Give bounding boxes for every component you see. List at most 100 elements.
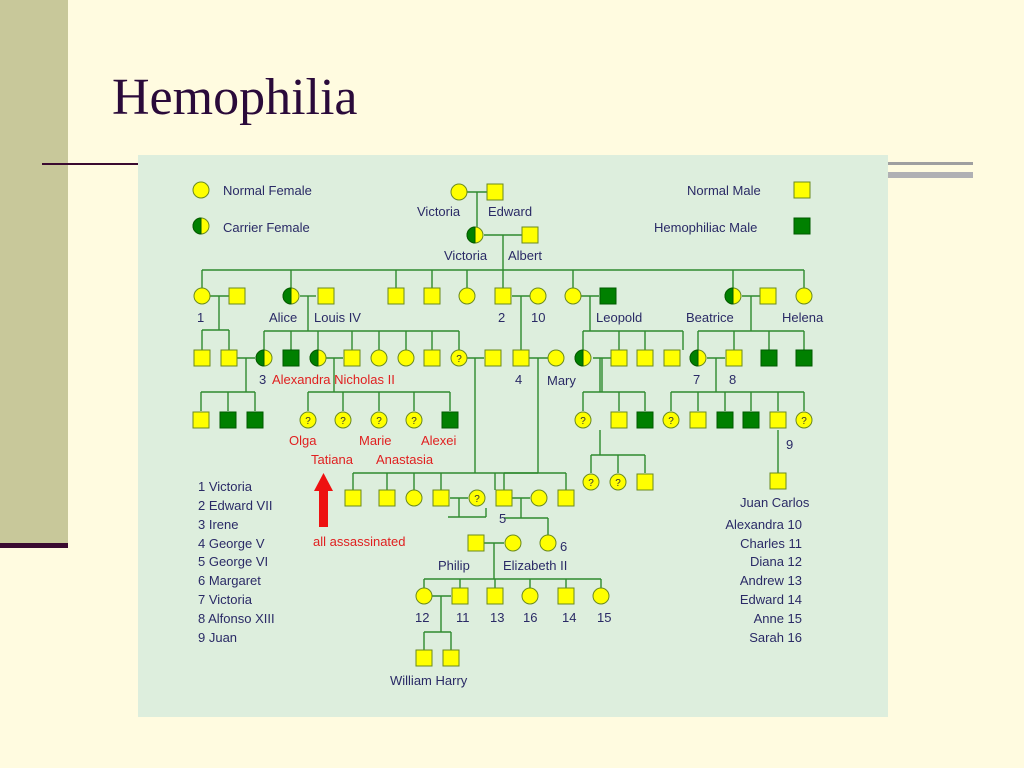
label-num-3: 3 (259, 372, 266, 387)
label-num-2: 2 (498, 310, 505, 325)
normal-male-symbol (442, 649, 460, 667)
legend-hemophiliac-male-symbol (793, 217, 811, 235)
label-alexei: Alexei (421, 433, 457, 448)
normal-male-symbol (486, 183, 504, 201)
label-helena: Helena (782, 310, 824, 325)
svg-text:?: ? (376, 416, 382, 427)
normal-female-symbol (529, 287, 547, 305)
normal-female-symbol (370, 349, 388, 367)
normal-male-symbol (512, 349, 530, 367)
normal-female-symbol (415, 587, 433, 605)
key-left-item: 8 Alfonso XIII (198, 611, 275, 626)
key-left-item: 4 George V (198, 536, 265, 551)
hemophiliac-male-symbol (599, 287, 617, 305)
normal-male-symbol (725, 349, 743, 367)
svg-text:?: ? (580, 416, 586, 427)
pedigree-labels: Victoria Edward Victoria Albert 1 Alice … (197, 204, 824, 688)
normal-male-symbol (317, 287, 335, 305)
unknown-female-symbol: ? (405, 411, 423, 429)
label-num-11: 11 (456, 610, 470, 625)
carrier-female-symbol (466, 226, 484, 244)
key-right-item: Anne 15 (754, 611, 802, 626)
label-victoria-top: Victoria (417, 204, 461, 219)
normal-female-symbol (530, 489, 548, 507)
hemophiliac-male-symbol (742, 411, 760, 429)
label-alexandra-nicholas: Alexandra Nicholas II (272, 372, 395, 387)
normal-male-symbol (769, 411, 787, 429)
normal-male-symbol (759, 287, 777, 305)
normal-male-symbol (387, 287, 405, 305)
key-left-item: 3 Irene (198, 517, 238, 532)
arrow-icon (314, 473, 333, 527)
pedigree-chart: Normal Female Carrier Female Normal Male… (192, 181, 824, 688)
normal-male-symbol (423, 287, 441, 305)
key-left-item: 6 Margaret (198, 573, 261, 588)
key-right-item: Sarah 16 (749, 630, 802, 645)
label-william-harry: William Harry (390, 673, 468, 688)
hemophiliac-male-symbol (282, 349, 300, 367)
unknown-female-symbol: ? (795, 411, 813, 429)
key-right-item: Edward 14 (740, 592, 802, 607)
key-left: 1 Victoria 2 Edward VII 3 Irene 4 George… (198, 479, 275, 645)
hemophiliac-male-symbol (716, 411, 734, 429)
label-alice: Alice (269, 310, 297, 325)
legend-carrier-female-symbol (192, 217, 210, 235)
legend: Normal Female Carrier Female Normal Male… (192, 181, 811, 235)
normal-female-symbol (397, 349, 415, 367)
label-num-16: 16 (523, 610, 537, 625)
key-left-item: 5 George VI (198, 554, 268, 569)
normal-male-symbol (193, 349, 211, 367)
normal-male-symbol (521, 226, 539, 244)
normal-female-symbol (504, 534, 522, 552)
label-num-6: 6 (560, 539, 567, 554)
normal-male-symbol (228, 287, 246, 305)
normal-male-symbol (415, 649, 433, 667)
label-all-assassinated: all assassinated (313, 534, 406, 549)
normal-male-symbol (344, 489, 362, 507)
normal-female-symbol (193, 287, 211, 305)
pedigree-lines (200, 191, 805, 650)
hemophiliac-male-symbol (760, 349, 778, 367)
label-num-7: 7 (693, 372, 700, 387)
label-num-9: 9 (786, 437, 793, 452)
label-albert: Albert (508, 248, 542, 263)
right-rule-dark (888, 162, 973, 165)
normal-male-symbol (494, 287, 512, 305)
normal-male-symbol (689, 411, 707, 429)
unknown-female-symbol: ? (334, 411, 352, 429)
unknown-female-symbol: ? (450, 349, 468, 367)
carrier-female-symbol (689, 349, 707, 367)
label-num-15: 15 (597, 610, 611, 625)
normal-male-symbol (432, 489, 450, 507)
label-num-8: 8 (729, 372, 736, 387)
normal-female-symbol (405, 489, 423, 507)
carrier-female-symbol (724, 287, 742, 305)
svg-text:?: ? (456, 354, 462, 365)
carrier-female-symbol (255, 349, 273, 367)
label-philip: Philip (438, 558, 470, 573)
label-beatrice: Beatrice (686, 310, 734, 325)
label-edward-top: Edward (488, 204, 532, 219)
label-num-13: 13 (490, 610, 504, 625)
carrier-female-symbol (574, 349, 592, 367)
legend-normal-male-symbol (793, 181, 811, 199)
normal-male-symbol (451, 587, 469, 605)
hemophiliac-male-symbol (246, 411, 264, 429)
unknown-female-symbol: ? (609, 473, 627, 491)
legend-carrier-female-label: Carrier Female (223, 220, 310, 235)
normal-female-symbol (521, 587, 539, 605)
label-num-10-top: 10 (531, 310, 545, 325)
normal-male-symbol (610, 349, 628, 367)
label-marie: Marie (359, 433, 392, 448)
normal-female-symbol (458, 287, 476, 305)
svg-text:?: ? (411, 416, 417, 427)
label-victoria-mid: Victoria (444, 248, 488, 263)
title-rule (42, 163, 138, 165)
legend-normal-female-symbol (192, 181, 210, 199)
hemophiliac-male-symbol (219, 411, 237, 429)
label-mary: Mary (547, 373, 576, 388)
legend-normal-female-label: Normal Female (223, 183, 312, 198)
normal-male-symbol (610, 411, 628, 429)
label-num-4: 4 (515, 372, 522, 387)
key-right-item: Diana 12 (750, 554, 802, 569)
